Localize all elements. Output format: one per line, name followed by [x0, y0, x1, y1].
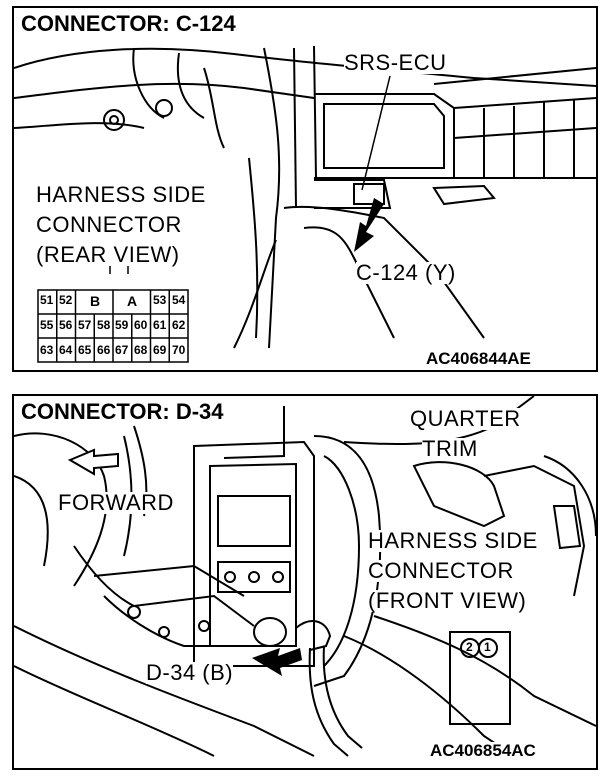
pin-label: 56	[59, 318, 73, 332]
pin-label: 60	[134, 318, 148, 332]
pin-label: 64	[59, 343, 73, 357]
pin-label: 55	[40, 318, 54, 332]
d34-callout: D-34 (B)	[146, 660, 234, 685]
d34-connector-title: CONNECTOR: D-34	[18, 400, 227, 424]
pin-label: 70	[172, 343, 186, 357]
d34-figure-code: AC406854AC	[430, 741, 536, 760]
pin-label: 65	[78, 343, 92, 357]
pin-label: 51	[40, 293, 54, 307]
d34-connector-front-view	[449, 631, 511, 725]
srs-ecu-label: SRS-ECU	[344, 50, 447, 75]
pin-label: 53	[153, 293, 167, 307]
c124-line-drawing	[14, 45, 596, 363]
pin-label: 58	[97, 318, 111, 332]
pin-label: 1	[484, 640, 491, 654]
pin-label: 69	[153, 343, 167, 357]
pin-label: 68	[134, 343, 148, 357]
connector-d34-panel: CONNECTOR: D-34 QUARTER TRIM FORWARD HAR…	[12, 394, 598, 770]
forward-direction-label: FORWARD	[58, 490, 174, 515]
pin-label: B	[90, 293, 101, 309]
pin-label: 54	[172, 293, 186, 307]
connector-c124-panel: CONNECTOR: C-124 SRS-ECU HARNESS SIDE CO…	[12, 6, 598, 372]
d34-harness-line-1: HARNESS SIDE	[368, 528, 538, 553]
c124-harness-line-1: HARNESS SIDE	[36, 182, 206, 207]
quarter-trim-line-1: QUARTER	[410, 406, 521, 431]
pin-label: 2	[466, 640, 473, 654]
c124-harness-line-3: (REAR VIEW)	[36, 242, 180, 267]
c124-connector-title: CONNECTOR: C-124	[18, 12, 239, 36]
d34-harness-line-3: (FRONT VIEW)	[368, 588, 527, 613]
pin-label: A	[127, 293, 138, 309]
c124-callout: C-124 (Y)	[356, 260, 456, 285]
pin-label: 59	[115, 318, 129, 332]
pin-label: 52	[59, 293, 73, 307]
pin-label: 63	[40, 343, 54, 357]
pin-label: 57	[78, 318, 92, 332]
pin-label: 66	[97, 343, 111, 357]
c124-harness-line-2: CONNECTOR	[36, 212, 182, 237]
pin-label: 62	[172, 318, 186, 332]
pin-label: 67	[115, 343, 129, 357]
quarter-trim-line-2: TRIM	[422, 436, 478, 461]
pin-label: 61	[153, 318, 167, 332]
c124-figure-code: AC406844AE	[426, 349, 531, 368]
d34-harness-line-2: CONNECTOR	[368, 558, 514, 583]
c124-pin-grid	[37, 263, 189, 363]
